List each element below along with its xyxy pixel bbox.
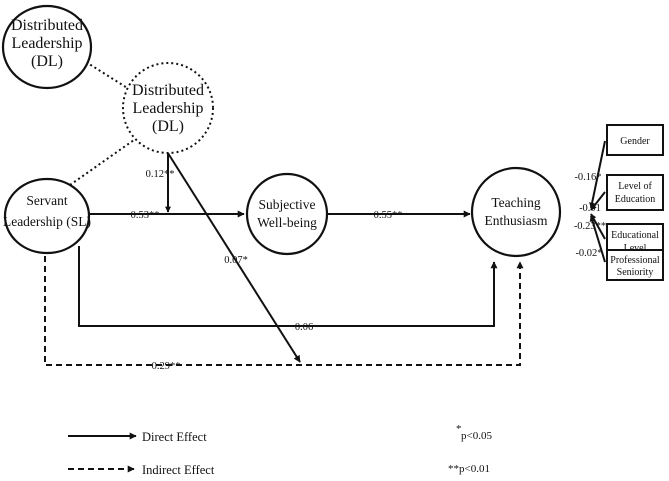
path-sl-te-indirect [44, 246, 524, 366]
coef-level-of-education: -0.01 [579, 203, 601, 214]
path-sl-te-direct [78, 246, 498, 327]
control-gender-label: Gender [620, 136, 650, 147]
coef-sl-swb: 0.53** [131, 210, 160, 221]
node-distributed-leadership: Distributed Leadership (DL) [1, 4, 93, 90]
legend-indirect-label: Indirect Effect [142, 463, 215, 477]
control-professional-seniority-line-2: Seniority [617, 267, 654, 278]
control-arrow-level-of-education [590, 191, 606, 211]
dl-link-dotted [85, 61, 141, 97]
coef-swb-te: 0.55** [374, 210, 403, 221]
control-arrow-professional-seniority [589, 215, 606, 263]
coef-sl-te-direct: 0.06 [295, 322, 313, 333]
node-teaching-enthusiasm: Teaching Enthusiasm [470, 166, 562, 258]
node-te-line-1: Teaching [491, 195, 541, 210]
node-dl-line-3: (DL) [31, 53, 63, 70]
coef-sl-te-indirect: 0.29** [152, 361, 181, 372]
sig-p05-text: p<0.05 [461, 430, 492, 442]
control-educational-level-line-2: Level [624, 243, 647, 254]
path-dl-indirect [165, 149, 301, 363]
node-distributed-leadership-moderator: Distributed Leadership (DL) [122, 62, 214, 154]
control-level-of-education-line-1: Level of [618, 181, 652, 192]
legend-direct-label: Direct Effect [142, 430, 207, 444]
coef-moderation-indirect: 0.07* [224, 255, 248, 266]
node-swb-line-2: Well-being [257, 215, 317, 230]
legend: Direct Effect Indirect Effect [68, 430, 215, 477]
coef-professional-seniority: -0.02* [575, 248, 602, 259]
node-sl-line-1: Servant [26, 193, 67, 208]
node-dl-line-2: Leadership [11, 35, 82, 52]
node-dl-line-1: Distributed [11, 17, 83, 34]
control-professional-seniority-line-1: Professional [610, 255, 660, 266]
node-dl-mod-line-1: Distributed [132, 82, 204, 99]
control-educational-level-line-1: Educational [611, 230, 659, 241]
control-box-level-of-education: Level of Education [606, 174, 664, 211]
node-swb-line-1: Subjective [259, 197, 316, 212]
control-level-of-education-line-2: Education [615, 194, 656, 205]
coef-gender: -0.16* [574, 172, 601, 183]
significance-notes: * p<0.05 **p<0.01 [448, 423, 492, 475]
node-servant-leadership: Servant Leadership (SL) [3, 177, 91, 255]
sig-p01-text: **p<0.01 [448, 463, 490, 475]
control-box-gender: Gender [606, 124, 664, 156]
coef-moderation-a: 0.12** [146, 169, 175, 180]
node-subjective-well-being: Subjective Well-being [245, 172, 329, 256]
sig-p05-mark: * [456, 423, 462, 435]
node-dl-mod-line-3: (DL) [152, 118, 184, 135]
sl-dl-link-dotted [69, 139, 135, 186]
coef-educational-level: -0.23** [574, 221, 606, 232]
node-sl-line-2: Leadership (SL) [3, 214, 91, 229]
node-te-line-2: Enthusiasm [485, 213, 548, 228]
node-dl-mod-line-2: Leadership [132, 100, 203, 117]
control-box-professional-seniority: Professional Seniority [606, 249, 664, 281]
control-arrow-gender [589, 140, 606, 209]
